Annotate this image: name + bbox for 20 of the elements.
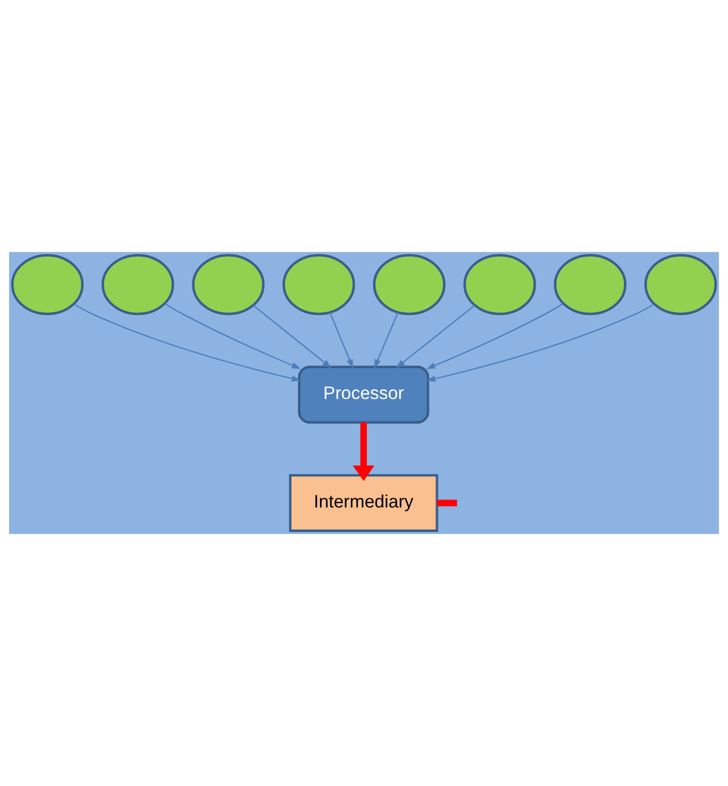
- arrow: [426, 302, 564, 370]
- node-circle: [11, 254, 84, 316]
- arrow: [396, 304, 476, 368]
- node-circle: [282, 254, 356, 316]
- node-circle: [192, 254, 265, 316]
- arrow: [352, 422, 374, 481]
- node-circle: [102, 254, 174, 316]
- node-circle: [554, 254, 626, 316]
- node-box: Processor: [298, 366, 430, 424]
- node-circle: [463, 254, 536, 316]
- node-box: Intermediary: [289, 474, 438, 532]
- arrow: [74, 304, 301, 382]
- arrow: [164, 303, 301, 369]
- node-circle: [644, 254, 717, 316]
- arrow: [426, 304, 654, 382]
- node-circle: [372, 254, 446, 316]
- arrow: [374, 312, 398, 368]
- arrow: [253, 305, 332, 368]
- arrow: [329, 312, 354, 368]
- connector: [437, 500, 457, 506]
